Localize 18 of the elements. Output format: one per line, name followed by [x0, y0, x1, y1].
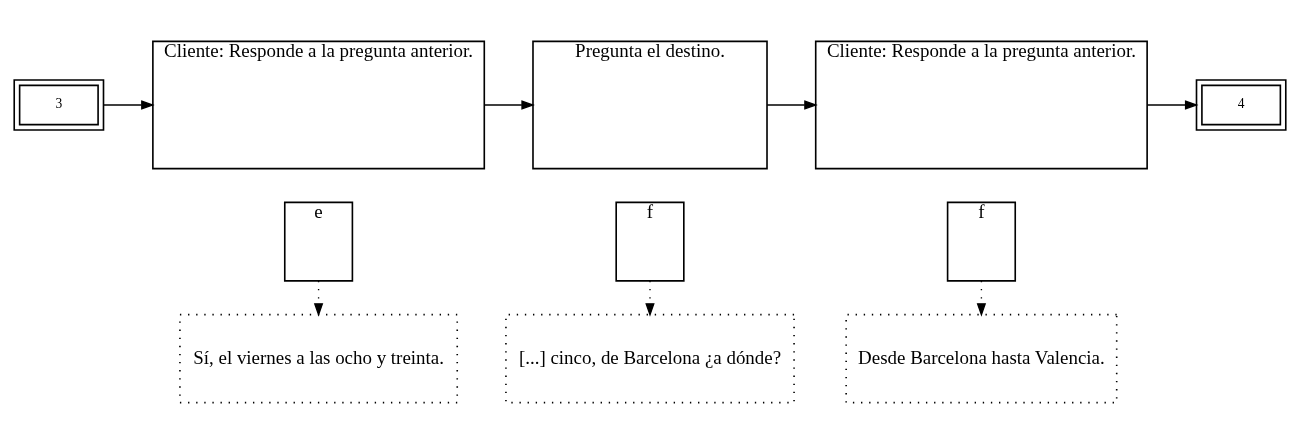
arrow — [1146, 99, 1199, 110]
arrow — [645, 279, 655, 317]
node-box: Sí, el viernes a las ocho y treinta. — [179, 313, 459, 403]
node-box: Pregunta el destino. — [532, 40, 768, 169]
node-box: f — [615, 201, 685, 282]
node-box: e — [283, 201, 354, 282]
arrow — [483, 99, 535, 110]
node-box: Desde Barcelona hasta Valencia. — [845, 313, 1118, 403]
arrow — [766, 99, 818, 110]
node-box: [...] cinco, de Barcelona ¿a dónde? — [505, 313, 795, 403]
arrow — [313, 279, 324, 317]
node-box: 3 — [13, 78, 105, 131]
node-box: 4 — [1195, 78, 1287, 131]
node-box: Cliente: Responde a la pregunta anterior. — [814, 40, 1148, 169]
arrow — [976, 279, 987, 317]
node-box: Cliente: Responde a la pregunta anterior. — [152, 40, 486, 169]
arrow — [103, 99, 155, 110]
node-box: f — [946, 201, 1017, 282]
